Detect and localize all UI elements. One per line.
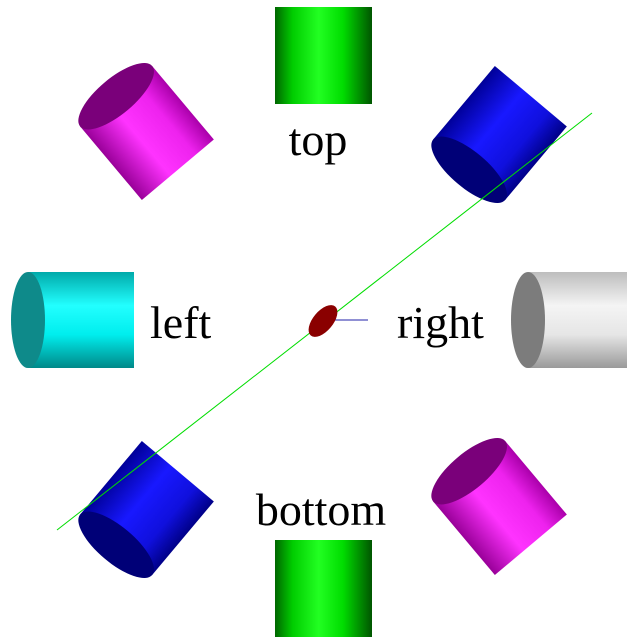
blue-cylinder-top-right <box>431 66 567 203</box>
magenta-cylinder-top-left <box>78 63 214 200</box>
label-bottom: bottom <box>256 484 387 535</box>
green-cylinder-bottom <box>275 540 372 637</box>
gray-cylinder-right <box>511 272 627 368</box>
blue-cylinder-bottom-left <box>78 441 214 578</box>
red-center-disc <box>308 305 338 337</box>
magenta-cylinder-bottom-right <box>431 438 567 575</box>
cyan-cylinder-left <box>11 272 134 368</box>
label-right: right <box>397 297 484 348</box>
green-cylinder-top <box>275 7 372 104</box>
label-top: top <box>289 114 348 165</box>
label-left: left <box>150 297 212 348</box>
